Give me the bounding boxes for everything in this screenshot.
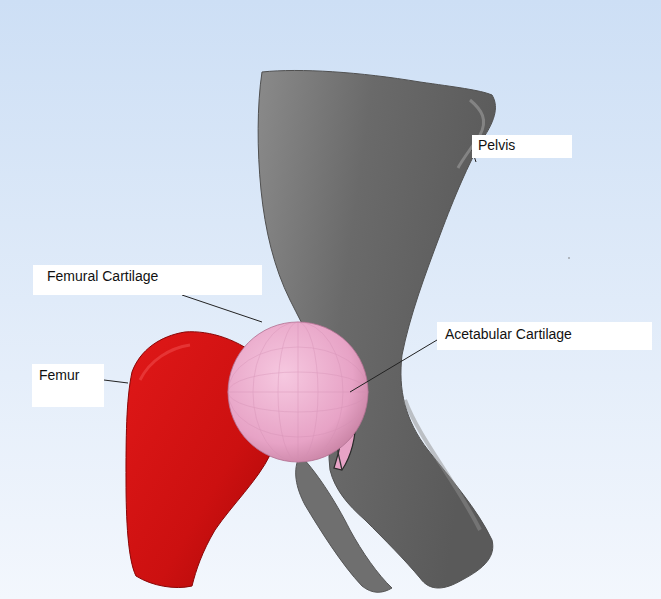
- part-label: Pelvis: [478, 137, 566, 154]
- label-box: Femur: [32, 364, 104, 407]
- femoral-cartilage-sphere: [228, 322, 368, 462]
- speck: [568, 257, 570, 259]
- leader-line: [182, 295, 262, 322]
- femur-highlight: [140, 345, 190, 380]
- label-box: Femural Cartilage: [33, 265, 262, 295]
- part-label: Femural Cartilage: [47, 268, 248, 285]
- leader-line: [350, 340, 437, 392]
- leader-line: [104, 380, 128, 383]
- pelvis-highlight: [405, 400, 480, 530]
- label-box: Pelvis: [472, 135, 572, 158]
- part-label: Acetabular Cartilage: [445, 326, 644, 343]
- part-label: Femur: [39, 367, 97, 384]
- label-box: Acetabular Cartilage: [437, 322, 652, 350]
- sphere-mesh: [228, 322, 368, 462]
